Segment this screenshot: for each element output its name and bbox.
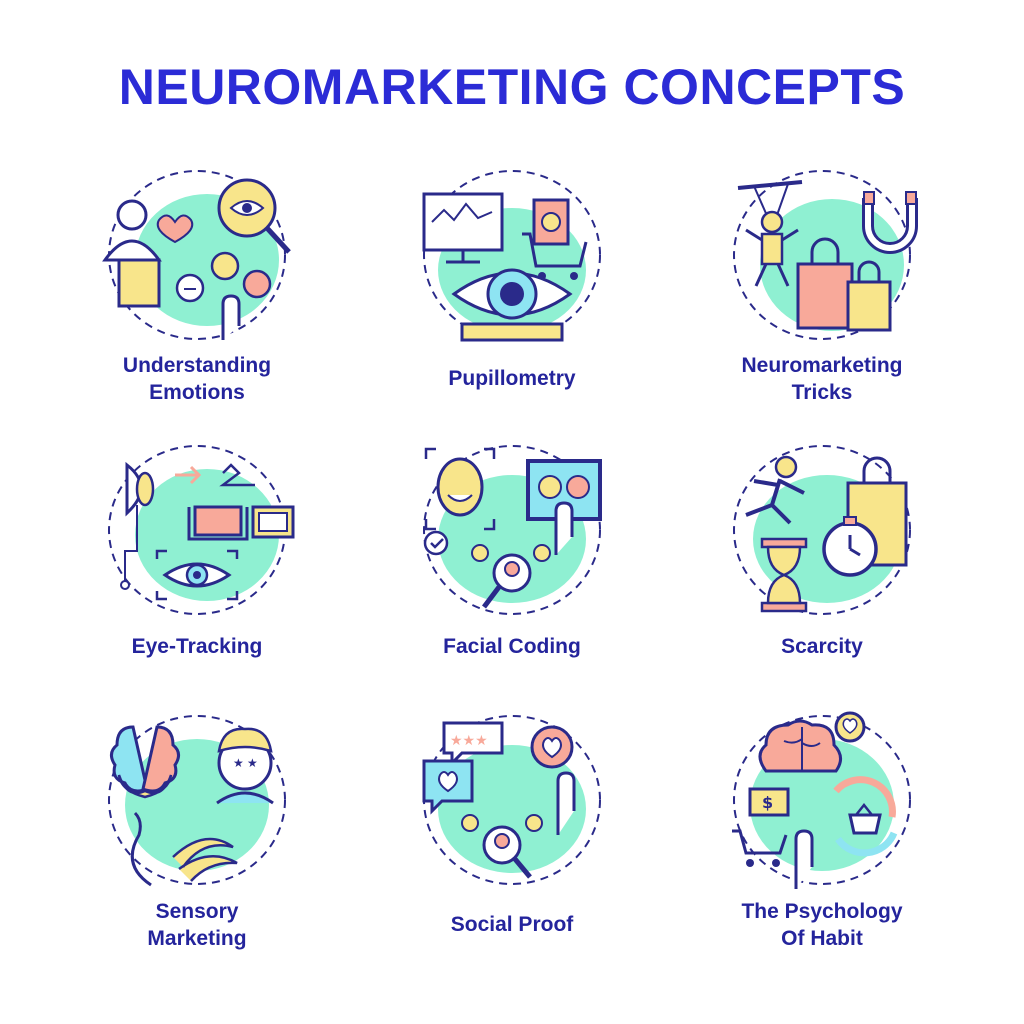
svg-text:★: ★ — [233, 756, 244, 770]
habit-icon: $ — [732, 711, 911, 889]
concept-card-scarcity: Scarcity — [672, 435, 972, 695]
scarcity-icon — [733, 445, 911, 615]
svg-text:★★★: ★★★ — [450, 733, 488, 749]
sensory-icon: ★ ★ — [108, 715, 286, 887]
pupillometry-icon — [422, 170, 601, 342]
social-proof-icon: ★★★ — [422, 715, 601, 885]
emotions-icon — [102, 170, 291, 340]
facial-coding-icon — [423, 445, 602, 615]
page-title: NEUROMARKETING CONCEPTS — [118, 59, 906, 115]
svg-text:★: ★ — [247, 756, 258, 770]
svg-text:$: $ — [762, 793, 773, 812]
concept-label: Pupillometry — [448, 367, 576, 390]
concept-card-social-proof: ★★★ Social Proof — [362, 705, 662, 965]
concept-card-pupillometry: Pupillometry — [362, 160, 662, 420]
concept-label: Scarcity — [781, 635, 863, 658]
concept-card-eye-tracking: Eye-Tracking — [47, 435, 347, 695]
eye-tracking-icon — [108, 445, 295, 615]
tricks-icon — [733, 170, 918, 340]
concept-label: Facial Coding — [443, 635, 581, 658]
concept-card-facial-coding: Facial Coding — [362, 435, 662, 695]
concept-label: Social Proof — [450, 913, 574, 936]
concept-label: Eye-Tracking — [131, 635, 263, 658]
